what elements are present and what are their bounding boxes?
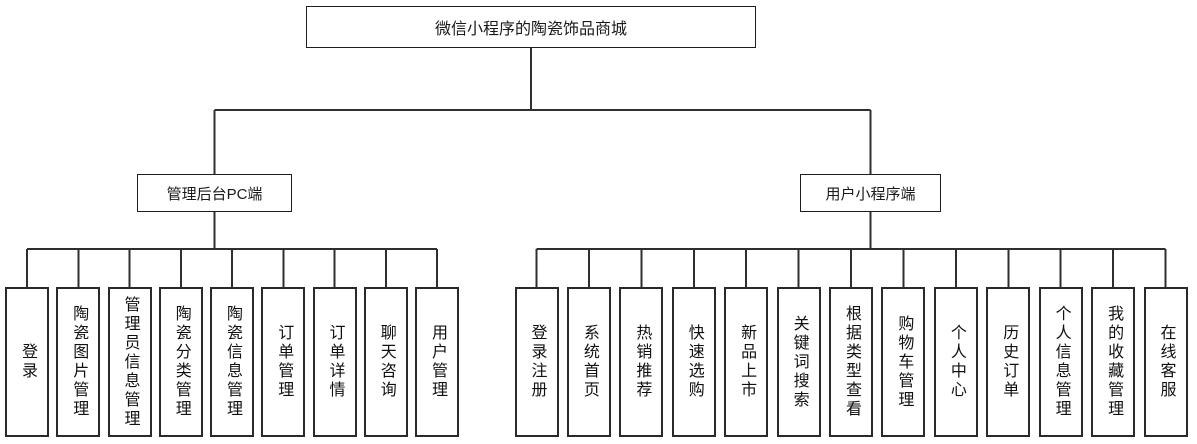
leaf-node-label: 陶瓷图片管理 [70, 305, 88, 419]
leaf-node: 历史订单 [986, 287, 1031, 437]
leaf-node: 订单管理 [261, 287, 306, 437]
leaf-node: 管理员信息管理 [107, 287, 152, 437]
leaf-node-label: 订单详情 [326, 324, 344, 400]
leaf-node-label: 聊天咨询 [377, 324, 395, 400]
root-node-label: 微信小程序的陶瓷饰品商城 [434, 21, 627, 38]
leaf-node: 个人中心 [933, 287, 978, 437]
leaf-node: 个人信息管理 [1038, 287, 1083, 437]
leaf-node-label: 陶瓷分类管理 [172, 305, 190, 419]
leaf-node: 热销推荐 [619, 287, 664, 437]
leaf-node-label: 订单管理 [275, 324, 293, 400]
leaf-node-label: 购物车管理 [895, 314, 913, 410]
leaf-node: 新品上市 [724, 287, 769, 437]
leaf-node-label: 个人信息管理 [1052, 305, 1070, 419]
branch-node-admin-pc: 管理后台PC端 [137, 174, 292, 212]
leaf-node: 系统首页 [566, 287, 611, 437]
leaf-node-label: 用户管理 [429, 324, 446, 400]
leaf-node-label: 陶瓷信息管理 [224, 305, 241, 419]
leaf-node-label: 热销推荐 [633, 324, 651, 400]
leaf-node-label: 新品上市 [738, 324, 756, 400]
leaf-node-label: 登录注册 [528, 324, 546, 400]
leaf-node-label: 我的收藏管理 [1105, 305, 1123, 419]
leaf-node: 订单详情 [312, 287, 357, 437]
leaf-node-label: 管理员信息管理 [121, 295, 139, 429]
leaf-node: 根据类型查看 [829, 287, 873, 437]
leaf-node: 关键词搜索 [776, 287, 821, 437]
leaf-node-label: 在线客服 [1157, 324, 1175, 400]
leaf-node-label: 关键词搜索 [790, 314, 808, 410]
leaf-node: 我的收藏管理 [1091, 287, 1136, 437]
leaf-node-label: 快速选购 [685, 324, 703, 400]
branch-node-user-miniprogram: 用户小程序端 [800, 174, 941, 212]
leaf-node-label: 系统首页 [580, 324, 598, 400]
leaf-node-label: 根据类型查看 [843, 305, 860, 419]
leaf-node: 陶瓷图片管理 [56, 287, 101, 437]
leaf-node-label: 历史订单 [1000, 324, 1018, 400]
root-node: 微信小程序的陶瓷饰品商城 [306, 6, 756, 48]
leaf-node-label: 个人中心 [947, 324, 965, 400]
leaf-node: 购物车管理 [881, 287, 926, 437]
leaf-node: 在线客服 [1143, 287, 1188, 437]
leaf-node: 登录注册 [514, 287, 559, 437]
leaf-node: 登录 [5, 287, 49, 437]
leaf-node: 快速选购 [671, 287, 716, 437]
leaf-node-label: 登录 [19, 343, 36, 381]
leaf-node: 聊天咨询 [363, 287, 408, 437]
leaf-node: 陶瓷分类管理 [158, 287, 203, 437]
branch-node-label: 用户小程序端 [825, 185, 916, 203]
branch-node-label: 管理后台PC端 [166, 185, 263, 203]
leaf-node: 用户管理 [415, 287, 459, 437]
leaf-node: 陶瓷信息管理 [210, 287, 254, 437]
